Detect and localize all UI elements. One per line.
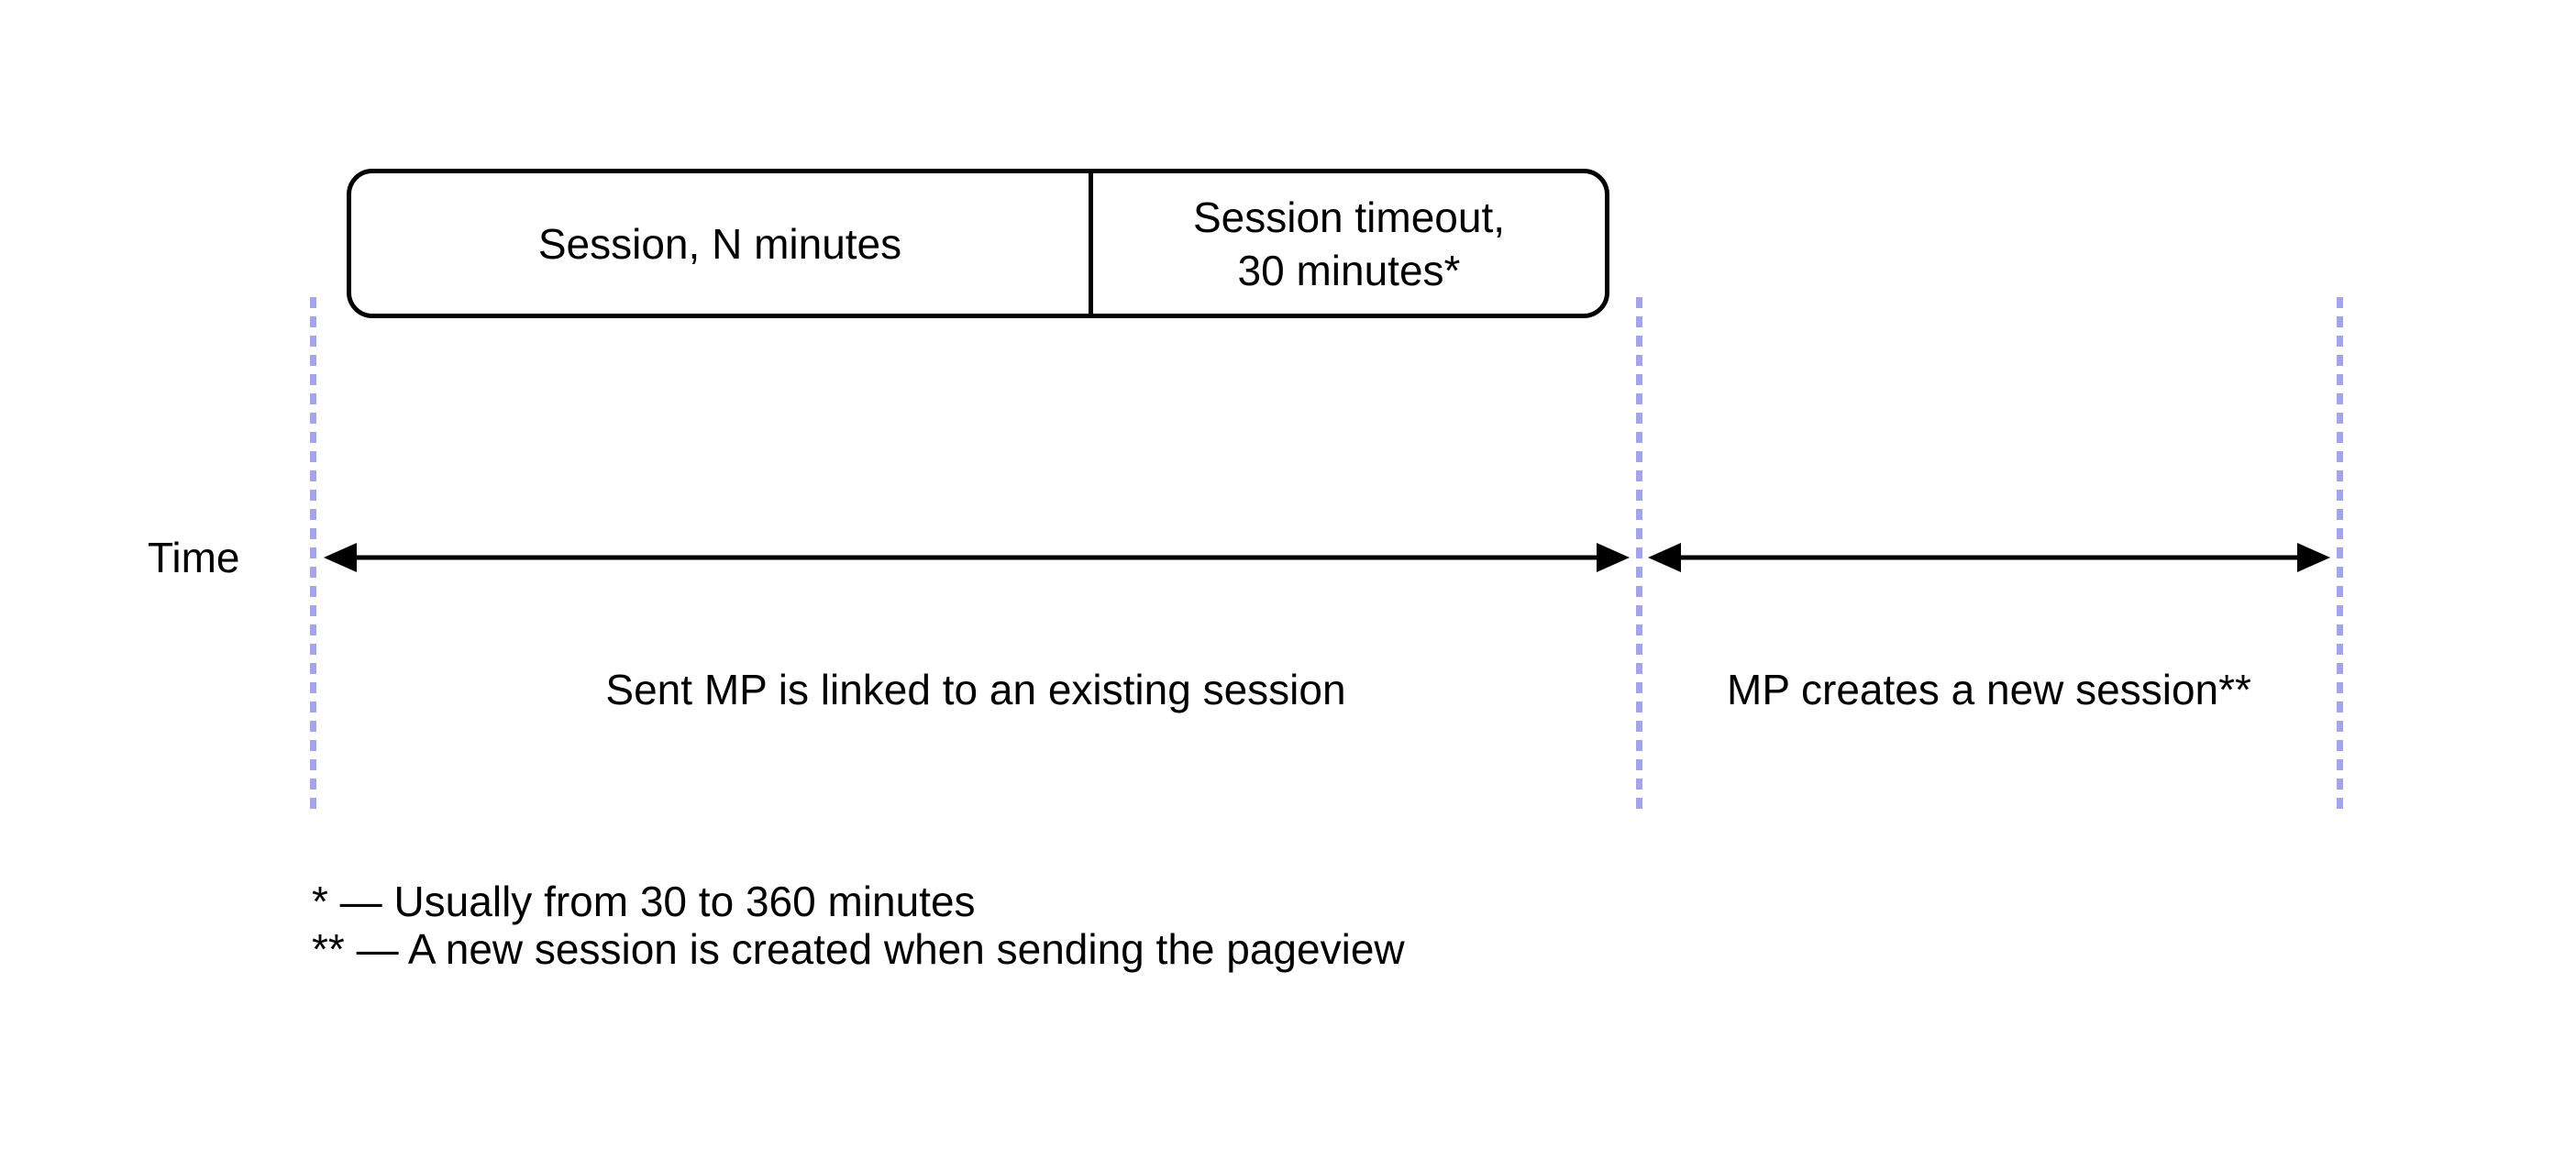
session-timeout-segment-label: Session timeout, 30 minutes*: [1192, 193, 1506, 294]
dashed-line-session-start: [310, 297, 316, 812]
arrowhead-right-icon: [1597, 543, 1630, 572]
session-segment-label: Session, N minutes: [537, 219, 902, 268]
dashed-line-new-session-end: [2337, 297, 2343, 812]
session-box: Session, N minutes Session timeout, 30 m…: [347, 169, 1609, 318]
footnotes: * — Usually from 30 to 360 minutes ** — …: [312, 878, 1405, 973]
arrowhead-left-icon: [1648, 543, 1681, 572]
time-axis-label: Time: [148, 534, 240, 581]
footnote-new-session: ** — A new session is created when sendi…: [312, 925, 1405, 973]
dashed-line-timeout-end: [1636, 297, 1642, 812]
existing-session-region-label: Sent MP is linked to an existing session: [605, 666, 1346, 713]
session-timeout-segment: Session timeout, 30 minutes*: [1089, 173, 1605, 314]
arrowhead-left-icon: [324, 543, 357, 572]
arrowhead-right-icon: [2297, 543, 2330, 572]
footnote-session-timeout: * — Usually from 30 to 360 minutes: [312, 878, 976, 925]
session-segment: Session, N minutes: [351, 173, 1089, 314]
new-session-region-label: MP creates a new session**: [1727, 666, 2251, 713]
